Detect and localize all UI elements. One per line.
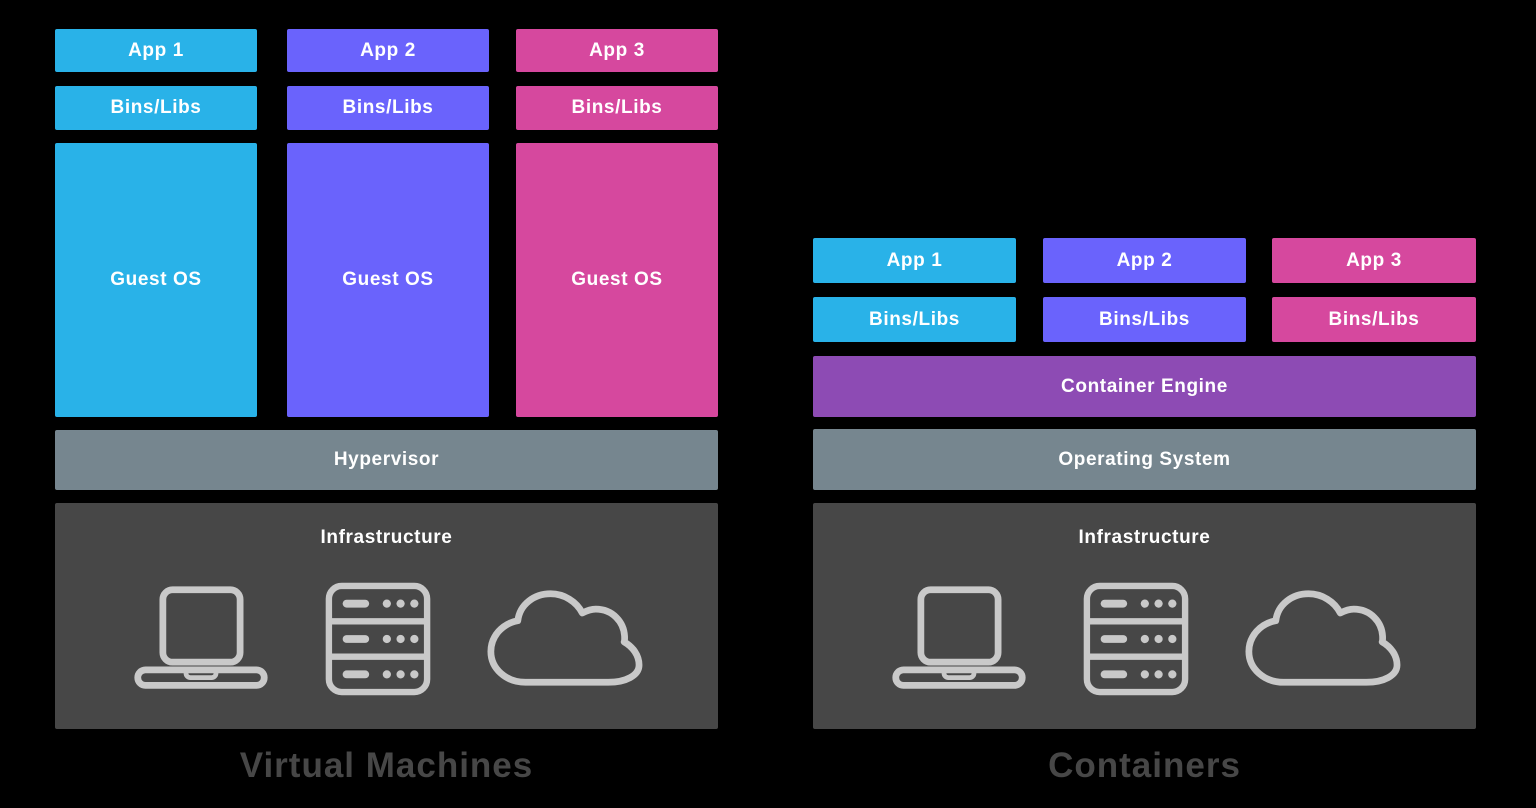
vm-app2-label: App 2	[360, 39, 416, 61]
vm-guestos1-box: Guest OS	[55, 143, 257, 417]
vm-app3-box: App 3	[516, 29, 718, 72]
ct-bins2-label: Bins/Libs	[1099, 308, 1190, 330]
operating-system-label: Operating System	[1058, 448, 1231, 470]
ct-app1-box: App 1	[813, 238, 1016, 283]
ct-bins1-box: Bins/Libs	[813, 297, 1016, 342]
ct-app2-label: App 2	[1116, 249, 1173, 271]
laptop-icon	[133, 586, 268, 689]
vm-app1-box: App 1	[55, 29, 257, 72]
operating-system-bar: Operating System	[813, 429, 1476, 490]
vm-section-title: Virtual Machines	[239, 746, 534, 785]
vm-app1-label: App 1	[128, 39, 184, 61]
vm-app3-label: App 3	[589, 39, 645, 61]
container-engine-bar: Container Engine	[813, 356, 1476, 417]
ct-bins3-box: Bins/Libs	[1272, 297, 1476, 342]
server-rack-icon	[325, 582, 430, 696]
hypervisor-label: Hypervisor	[333, 449, 440, 470]
hypervisor-bar: Hypervisor	[55, 430, 718, 490]
vm-infrastructure-label: Infrastructure	[320, 527, 453, 548]
vm-guestos1-label: Guest OS	[110, 269, 202, 290]
vm-guestos2-box: Guest OS	[287, 143, 489, 417]
ct-infrastructure-label: Infrastructure	[1078, 527, 1211, 548]
ct-app3-box: App 3	[1272, 238, 1476, 283]
vm-bins1-box: Bins/Libs	[55, 86, 257, 130]
ct-section-title: Containers	[1048, 746, 1241, 785]
vm-infrastructure-box: Infrastructure	[55, 503, 718, 729]
vm-app2-box: App 2	[287, 29, 489, 72]
ct-app3-label: App 3	[1346, 249, 1402, 271]
ct-bins1-label: Bins/Libs	[869, 308, 960, 330]
cloud-icon	[1244, 590, 1400, 686]
server-rack-icon	[1083, 582, 1188, 696]
vm-guestos2-label: Guest OS	[342, 269, 434, 290]
vm-bins3-label: Bins/Libs	[571, 97, 663, 118]
ct-app1-label: App 1	[886, 249, 943, 271]
ct-infrastructure-icons	[813, 549, 1476, 729]
vm-guestos3-box: Guest OS	[516, 143, 718, 417]
vm-bins1-label: Bins/Libs	[110, 97, 202, 118]
laptop-icon	[891, 586, 1026, 689]
container-engine-label: Container Engine	[1061, 375, 1228, 397]
vm-bins2-label: Bins/Libs	[342, 97, 434, 118]
ct-bins2-box: Bins/Libs	[1043, 297, 1246, 342]
vm-infrastructure-icons	[55, 549, 718, 729]
ct-infrastructure-box: Infrastructure	[813, 503, 1476, 729]
vm-guestos3-label: Guest OS	[571, 269, 663, 290]
vm-bins3-box: Bins/Libs	[516, 86, 718, 130]
ct-app2-box: App 2	[1043, 238, 1246, 283]
ct-bins3-label: Bins/Libs	[1328, 308, 1420, 330]
cloud-icon	[486, 590, 642, 686]
vm-bins2-box: Bins/Libs	[287, 86, 489, 130]
